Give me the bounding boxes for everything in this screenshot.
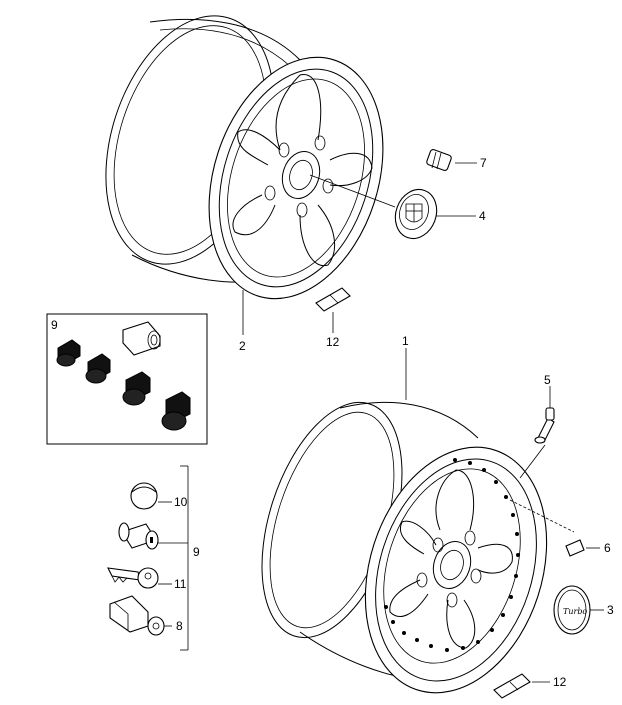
callout-3: 3 xyxy=(607,603,614,617)
valve-stem xyxy=(519,386,555,479)
callout-12-bottom: 12 xyxy=(553,675,567,689)
wheel-bottom xyxy=(261,401,575,694)
callout-5: 5 xyxy=(544,373,551,387)
callout-9-group: 9 xyxy=(193,545,200,559)
lug-lock-inset xyxy=(46,313,208,445)
balance-weight-top xyxy=(315,287,351,333)
callout-8: 8 xyxy=(176,619,183,633)
callout-1: 1 xyxy=(402,334,409,348)
balance-weight-bottom xyxy=(493,673,550,699)
callout-11: 11 xyxy=(174,577,187,591)
callout-6: 6 xyxy=(604,541,611,555)
callout-7: 7 xyxy=(480,156,487,170)
callout-10: 10 xyxy=(174,495,188,509)
callout-12-top: 12 xyxy=(326,335,340,349)
callout-2: 2 xyxy=(239,339,246,353)
wheel-top xyxy=(105,15,396,300)
callout-9-inset: 9 xyxy=(51,318,58,332)
valve-top xyxy=(426,149,477,171)
turbo-cap-text: Turbo xyxy=(563,607,587,616)
lock-parts xyxy=(107,465,189,651)
center-cap-turbo: Turbo xyxy=(553,585,604,635)
rim-clip xyxy=(565,539,600,557)
center-cap-crest xyxy=(394,188,476,240)
callout-4: 4 xyxy=(479,209,486,223)
